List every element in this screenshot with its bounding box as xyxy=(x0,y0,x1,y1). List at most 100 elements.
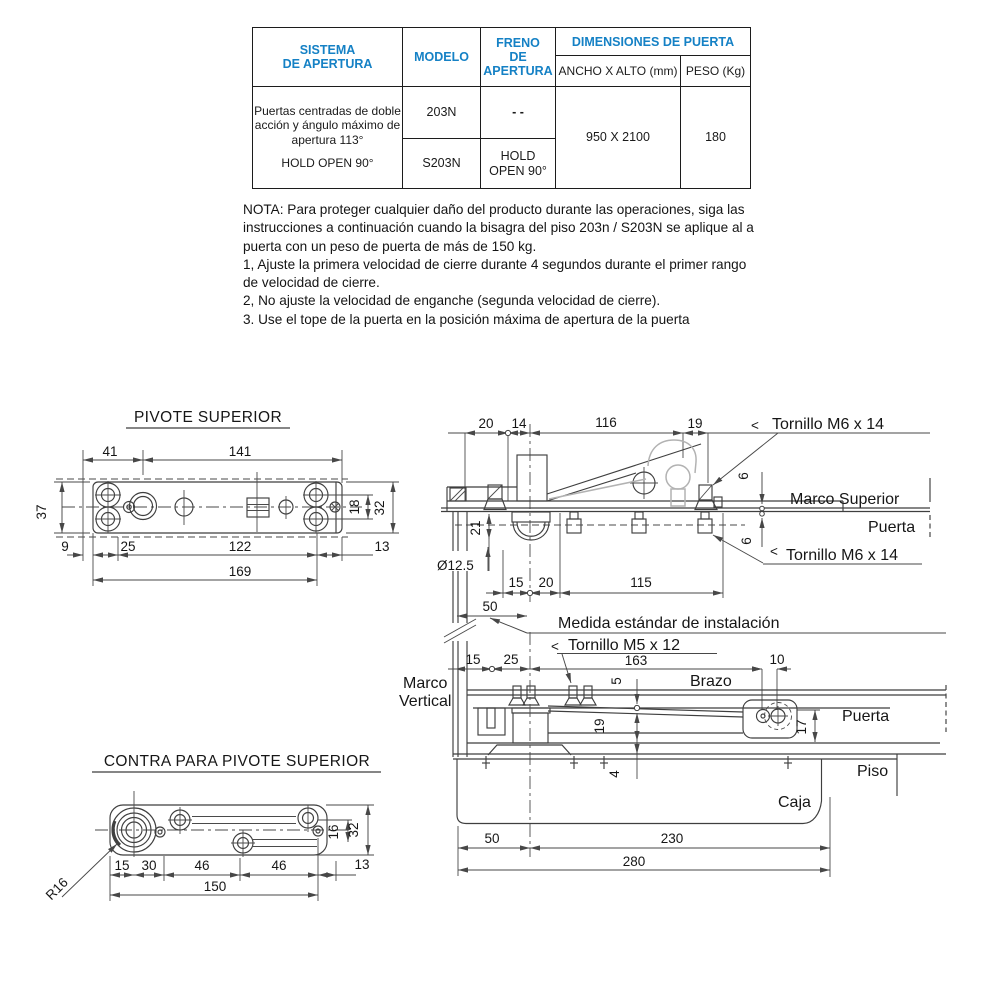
dim-141: 141 xyxy=(229,444,252,459)
note-line: instrucciones a continuación cuando la b… xyxy=(243,220,754,236)
note-line: de velocidad de cierre. xyxy=(243,275,380,291)
dim-230: 230 xyxy=(661,831,684,846)
dim-150: 150 xyxy=(204,879,227,894)
flecha-tornillo-puerta: < xyxy=(770,544,778,559)
agujeros-contra-placa xyxy=(111,791,324,857)
tornillo-izquierdo xyxy=(483,484,507,511)
dim-13-contra: 13 xyxy=(354,857,369,872)
diagrama-contra-pivote: CONTRA PARA PIVOTE SUPERIOR xyxy=(43,753,381,903)
header-sistema-l1: SISTEMA xyxy=(299,43,356,57)
dim-46a: 46 xyxy=(194,858,209,873)
dim-10: 10 xyxy=(769,652,784,667)
cell-freno-s203n: HOLD OPEN 90° xyxy=(480,138,556,189)
header-freno-l1: FRENO xyxy=(496,36,540,50)
etiqueta-tornillo-m5: Tornillo M5 x 12 xyxy=(568,637,680,654)
header-sistema: SISTEMA DE APERTURA xyxy=(252,27,403,87)
technical-drawing: PIVOTE SUPERIOR 41 141 xyxy=(34,409,947,903)
sistema-hold-open: HOLD OPEN 90° xyxy=(281,156,374,171)
header-peso: PESO (Kg) xyxy=(680,55,751,87)
etiqueta-piso: Piso xyxy=(857,763,888,780)
etiqueta-tornillo-marco: Tornillo M6 x 14 xyxy=(772,416,884,433)
tornillo-derecho xyxy=(694,484,723,511)
spec-table: SISTEMA DE APERTURA MODELO FRENO DE APER… xyxy=(252,27,751,189)
dim-17: 17 xyxy=(794,719,809,734)
sistema-descripcion: Puertas centradas de doble acción y ángu… xyxy=(254,103,401,147)
dim-25: 25 xyxy=(120,539,135,554)
dim-20b: 20 xyxy=(538,575,553,590)
dim-116: 116 xyxy=(595,415,617,430)
dim-13-pivote: 13 xyxy=(374,539,389,554)
dim-115: 115 xyxy=(630,575,652,590)
cell-sistema: Puertas centradas de doble acción y ángu… xyxy=(252,86,403,189)
cell-modelo-s203n: S203N xyxy=(402,138,481,189)
flecha-tornillo-marco: < xyxy=(751,418,759,433)
cell-freno-s203n-text: HOLD OPEN 90° xyxy=(489,148,547,178)
etiqueta-tornillo-puerta: Tornillo M6 x 14 xyxy=(786,547,898,564)
etiqueta-marco-l1: Marco xyxy=(403,675,448,692)
dim-diametro: Ø12.5 xyxy=(437,558,474,573)
dim-280: 280 xyxy=(623,854,646,869)
dim-6-marco: 6 xyxy=(736,472,751,480)
note-line: 3. Use el tope de la puerta en la posici… xyxy=(243,311,690,327)
eje-bisagra-piso xyxy=(477,707,572,756)
etiqueta-medida-estandar: Medida estándar de instalación xyxy=(558,615,779,632)
anclajes-caja xyxy=(482,756,792,769)
header-dimensiones: DIMENSIONES DE PUERTA xyxy=(555,27,751,56)
dim-19-marco: 19 xyxy=(687,416,702,431)
dim-50-caja: 50 xyxy=(484,831,499,846)
etiqueta-brazo: Brazo xyxy=(690,673,732,690)
dim-41: 41 xyxy=(102,444,117,459)
titulo-contra-pivote: CONTRA PARA PIVOTE SUPERIOR xyxy=(104,753,370,770)
header-ancho: ANCHO X ALTO (mm) xyxy=(555,55,681,87)
header-freno-l3: APERTURA xyxy=(483,64,553,78)
diagrama-pivote-superior: PIVOTE SUPERIOR 41 141 xyxy=(34,409,399,586)
tornillos-m5 xyxy=(508,685,597,706)
note-line: NOTA: Para proteger cualquier daño del p… xyxy=(243,202,745,217)
cell-peso-valor: 180 xyxy=(680,86,751,189)
dim-9: 9 xyxy=(61,539,69,554)
dim-122: 122 xyxy=(229,539,252,554)
dim-15-piso: 15 xyxy=(465,652,480,667)
note-line: 2, No ajuste la velocidad de enganche (s… xyxy=(243,293,661,309)
copa-pivote xyxy=(511,511,551,541)
header-freno: FRENO DE APERTURA xyxy=(480,27,556,87)
dim-18: 18 xyxy=(347,499,362,514)
agujeros-placa-pivote xyxy=(95,472,341,533)
etiqueta-caja: Caja xyxy=(778,794,811,811)
dim-16: 16 xyxy=(326,824,341,839)
tornillos-puerta xyxy=(566,511,713,534)
dim-163: 163 xyxy=(625,653,648,668)
header-freno-l2: DE xyxy=(509,50,527,64)
tope-marco-izquierdo xyxy=(449,487,467,502)
dim-37: 37 xyxy=(34,504,49,519)
header-sistema-l2: DE APERTURA xyxy=(282,57,373,71)
dim-169: 169 xyxy=(229,564,252,579)
brazo-inferior xyxy=(547,699,798,739)
dim-14: 14 xyxy=(511,416,527,431)
dim-32-contra: 32 xyxy=(346,822,361,837)
dim-20: 20 xyxy=(478,416,493,431)
dim-25: 25 xyxy=(503,652,518,667)
cell-modelo-203n: 203N xyxy=(402,86,481,139)
dim-15-contra: 15 xyxy=(114,858,129,873)
etiqueta-marco-superior: Marco Superior xyxy=(790,491,900,508)
note-line: puerta con un peso de puerta de más de 1… xyxy=(243,238,537,254)
dim-6-puerta: 6 xyxy=(739,537,754,545)
dim-r16: R16 xyxy=(43,875,71,903)
notes-block: NOTA: Para proteger cualquier daño del p… xyxy=(243,201,754,329)
titulo-pivote-superior: PIVOTE SUPERIOR xyxy=(134,409,282,426)
dim-50-instalacion: 50 xyxy=(482,599,497,614)
cell-freno-203n: - - xyxy=(480,86,556,139)
dim-15-instalacion: 15 xyxy=(508,575,523,590)
mecanismo-fantasma xyxy=(548,439,697,507)
marco-vertical-pared xyxy=(443,511,477,757)
dim-32-pivote: 32 xyxy=(372,500,387,515)
cell-dimensiones-valor: 950 X 2100 xyxy=(555,86,681,189)
etiqueta-puerta-superior: Puerta xyxy=(868,519,915,536)
header-modelo: MODELO xyxy=(402,27,481,87)
contorno-caja xyxy=(456,759,823,825)
dim-19-piso: 19 xyxy=(592,718,607,733)
etiqueta-marco-l2: Vertical xyxy=(399,693,451,710)
etiqueta-puerta-inferior: Puerta xyxy=(842,708,889,725)
dim-4: 4 xyxy=(607,770,622,778)
